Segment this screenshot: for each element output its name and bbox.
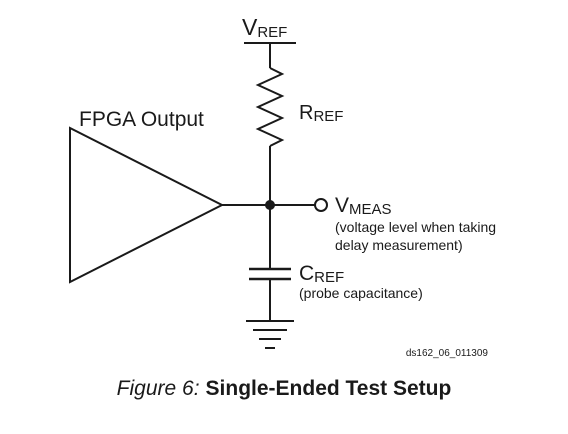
vref-subscript: REF xyxy=(257,24,287,41)
vmeas-label: VMEAS xyxy=(335,194,392,218)
rref-main: R xyxy=(299,102,313,124)
cref-label: CREF xyxy=(299,262,344,286)
resistor-rref xyxy=(255,67,285,147)
vmeas-note-line2: delay measurement) xyxy=(335,237,463,253)
vref-label: VREF xyxy=(242,14,287,41)
vref-main: V xyxy=(242,14,258,40)
cref-subscript: REF xyxy=(314,269,344,286)
document-id: ds162_06_011309 xyxy=(406,348,489,359)
buffer-triangle xyxy=(69,126,225,284)
figure-number: Figure 6: xyxy=(116,377,200,400)
cref-main: C xyxy=(299,262,314,285)
rref-label: RREF xyxy=(299,102,343,125)
figure-title: Single-Ended Test Setup xyxy=(205,377,452,400)
vmeas-subscript: MEAS xyxy=(349,201,392,218)
vmeas-terminal xyxy=(314,198,328,212)
ground-icon xyxy=(246,320,294,349)
figure-caption: Figure 6:Single-Ended Test Setup xyxy=(0,377,568,401)
fpga-output-label: FPGA Output xyxy=(79,108,204,131)
rref-subscript: REF xyxy=(313,108,343,125)
cref-note: (probe capacitance) xyxy=(299,285,423,301)
vmeas-main: V xyxy=(335,194,349,217)
vmeas-note-line1: (voltage level when taking xyxy=(335,219,496,235)
